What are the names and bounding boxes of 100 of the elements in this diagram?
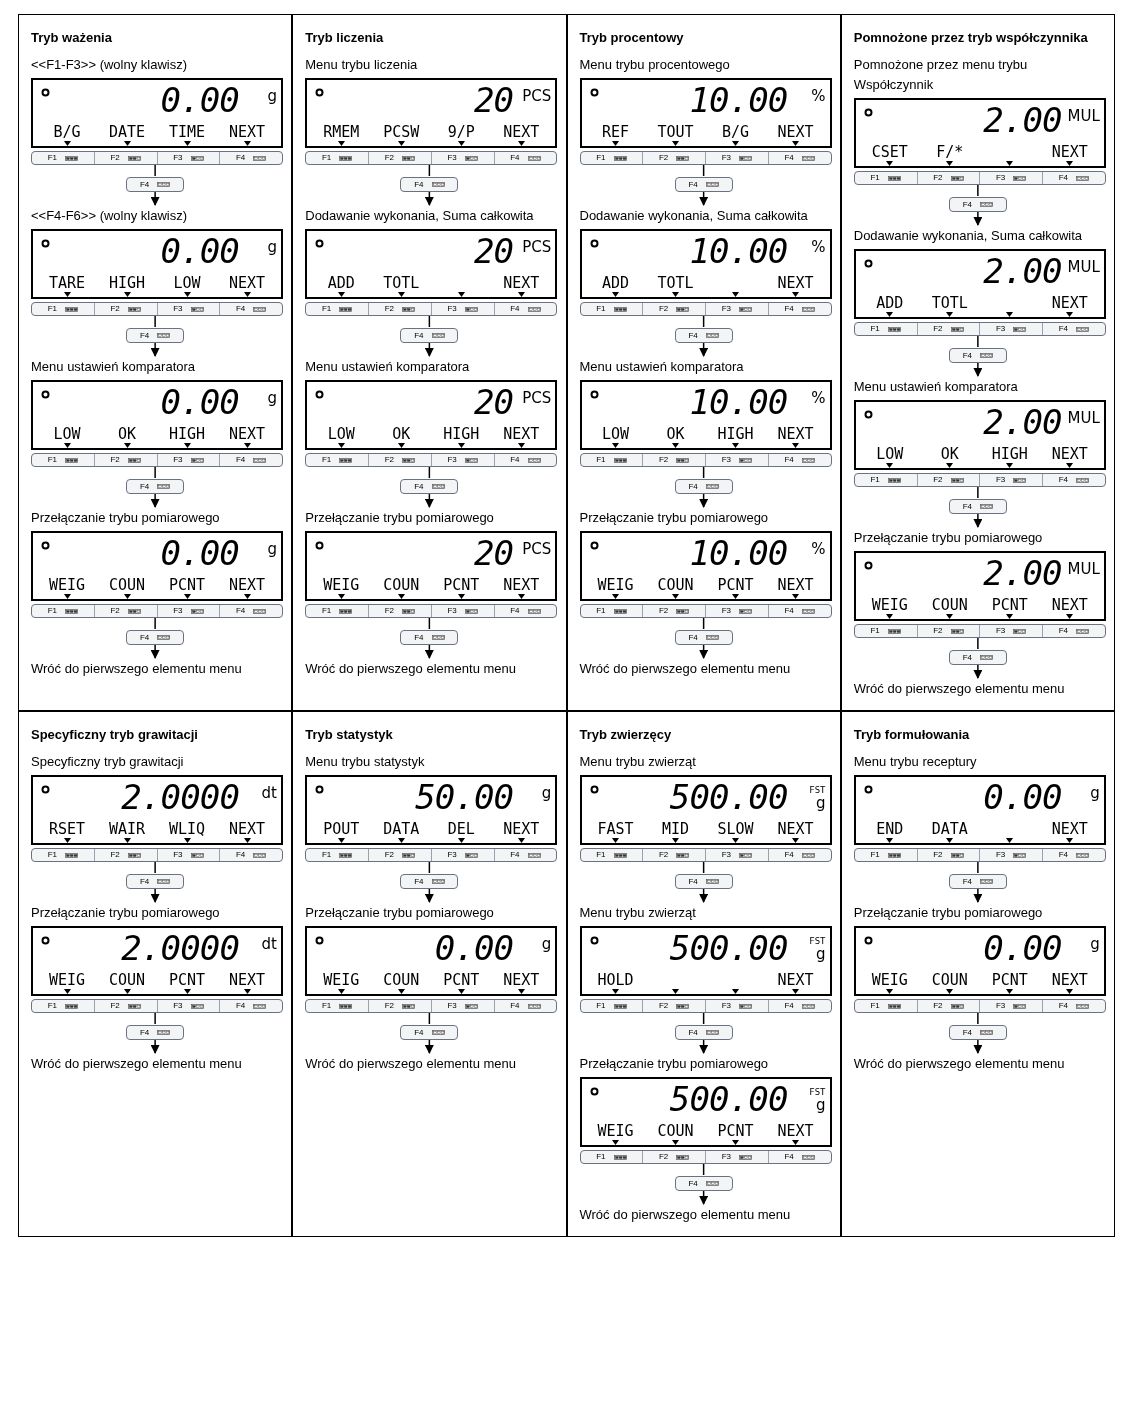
function-key: F4 — [400, 630, 459, 645]
softkey-label: DATA — [383, 821, 420, 838]
key-strip — [31, 999, 283, 1013]
softkey-label: NEXT — [777, 577, 814, 594]
function-key: F1 — [854, 172, 918, 184]
display-value: 0.00 — [160, 80, 239, 120]
step-caption: Wróć do pierwszego elementu menu — [853, 679, 1102, 699]
function-key: F2 — [369, 303, 432, 315]
lcd-display — [305, 926, 558, 996]
connector-line — [702, 1012, 705, 1025]
function-key: F3 — [157, 849, 221, 861]
arrow — [699, 191, 709, 206]
function-key: F4 — [220, 303, 282, 315]
unit-label: g — [267, 541, 277, 557]
softkey-label: NEXT — [228, 821, 266, 838]
lcd-display — [31, 775, 283, 845]
softkey-label: ADD — [601, 275, 630, 292]
softkey-label: ADD — [876, 295, 904, 312]
softkey-label: LOW — [53, 426, 81, 443]
function-key: F4 — [674, 1025, 733, 1040]
function-key: F2 — [94, 303, 158, 315]
softkey-label: REF — [601, 124, 630, 141]
display-value: 0.00 — [983, 777, 1062, 817]
key-strip — [305, 302, 558, 316]
key-strip — [31, 453, 283, 467]
connector-line — [154, 861, 156, 874]
connector-line — [154, 617, 156, 630]
cell-title: Specyficzny tryb grawitacji — [31, 726, 199, 744]
softkey-label: B/G — [53, 124, 81, 141]
lcd-display — [305, 229, 558, 299]
function-key: F2 — [94, 1000, 158, 1012]
function-key: F3 — [980, 849, 1043, 861]
function-key: F1 — [306, 303, 369, 315]
softkey-label: WEIG — [871, 972, 908, 989]
function-key: F2 — [369, 605, 432, 617]
connector-line — [428, 164, 431, 177]
softkey-label: WEIG — [323, 577, 360, 594]
softkey-label: OK — [117, 426, 137, 443]
step-caption: Wróć do pierwszego elementu menu — [31, 659, 280, 679]
softkey-label: NEXT — [503, 972, 540, 989]
connector-line — [702, 466, 705, 479]
unit-label: g — [267, 88, 277, 104]
softkey-label: LOW — [327, 426, 355, 443]
softkey-label: NEXT — [777, 275, 814, 292]
step-caption: <<F4-F6>> (wolny klawisz) — [31, 206, 280, 226]
unit-label: PCS — [522, 390, 552, 406]
arrow — [424, 191, 434, 206]
softkey-label: HIGH — [717, 426, 754, 443]
key-strip — [31, 302, 283, 316]
function-key: F3 — [706, 152, 769, 164]
step-caption: Menu ustawień komparatora — [305, 357, 554, 377]
connector-line — [977, 486, 979, 499]
step-caption: Wróć do pierwszego elementu menu — [579, 1205, 828, 1225]
arrow — [150, 644, 160, 659]
display-value: 500.00 — [669, 1079, 788, 1119]
step-caption: Przełączanie trybu pomiarowego — [31, 903, 280, 923]
softkey-label: COUN — [108, 972, 146, 989]
function-key: F2 — [369, 152, 432, 164]
step-caption: Menu ustawień komparatora — [853, 377, 1102, 397]
softkey-label: NEXT — [503, 426, 540, 443]
lcd-display — [579, 229, 832, 299]
step-caption: Przełączanie trybu pomiarowego — [31, 508, 280, 528]
function-key: F3 — [706, 454, 769, 466]
function-key: F3 — [980, 474, 1043, 486]
arrow — [424, 644, 434, 659]
key-strip — [305, 999, 558, 1013]
softkey-label: PCNT — [991, 597, 1028, 614]
unit-label: % — [811, 541, 826, 557]
softkey-label: MID — [661, 821, 690, 838]
key-strip — [579, 151, 832, 165]
cell-title: Tryb ważenia — [31, 29, 113, 47]
lcd-display — [31, 380, 283, 450]
display-value: 2.0000 — [121, 928, 239, 968]
softkey-label: WEIG — [48, 577, 86, 594]
lcd-display — [31, 531, 283, 601]
function-key: F3 — [706, 1151, 769, 1163]
function-key: F4 — [126, 479, 185, 494]
softkey-label: RMEM — [323, 124, 360, 141]
cell-title: Tryb procentowy — [579, 29, 685, 47]
function-key: F4 — [126, 630, 185, 645]
function-key: F2 — [643, 849, 706, 861]
arrow — [973, 211, 983, 226]
softkey-label: DATE — [108, 124, 146, 141]
step-caption: Przełączanie trybu pomiarowego — [305, 508, 554, 528]
function-key: F1 — [32, 152, 95, 164]
softkey-label: WAIR — [108, 821, 146, 838]
function-key: F3 — [431, 152, 495, 164]
display-value: 50.00 — [415, 777, 514, 817]
function-key: F2 — [643, 454, 706, 466]
function-key: F4 — [768, 454, 831, 466]
table-cell — [840, 14, 1115, 711]
softkey-label: NEXT — [1051, 144, 1088, 161]
key-strip — [579, 453, 832, 467]
step-caption: Dodawanie wykonania, Suma całkowita — [579, 206, 828, 226]
cell-title: Tryb liczenia — [305, 29, 385, 47]
unit-label: FST — [809, 1087, 826, 1097]
function-key: F1 — [580, 1000, 644, 1012]
function-key: F4 — [674, 479, 733, 494]
display-value: 0.00 — [160, 382, 239, 422]
key-strip — [31, 151, 283, 165]
